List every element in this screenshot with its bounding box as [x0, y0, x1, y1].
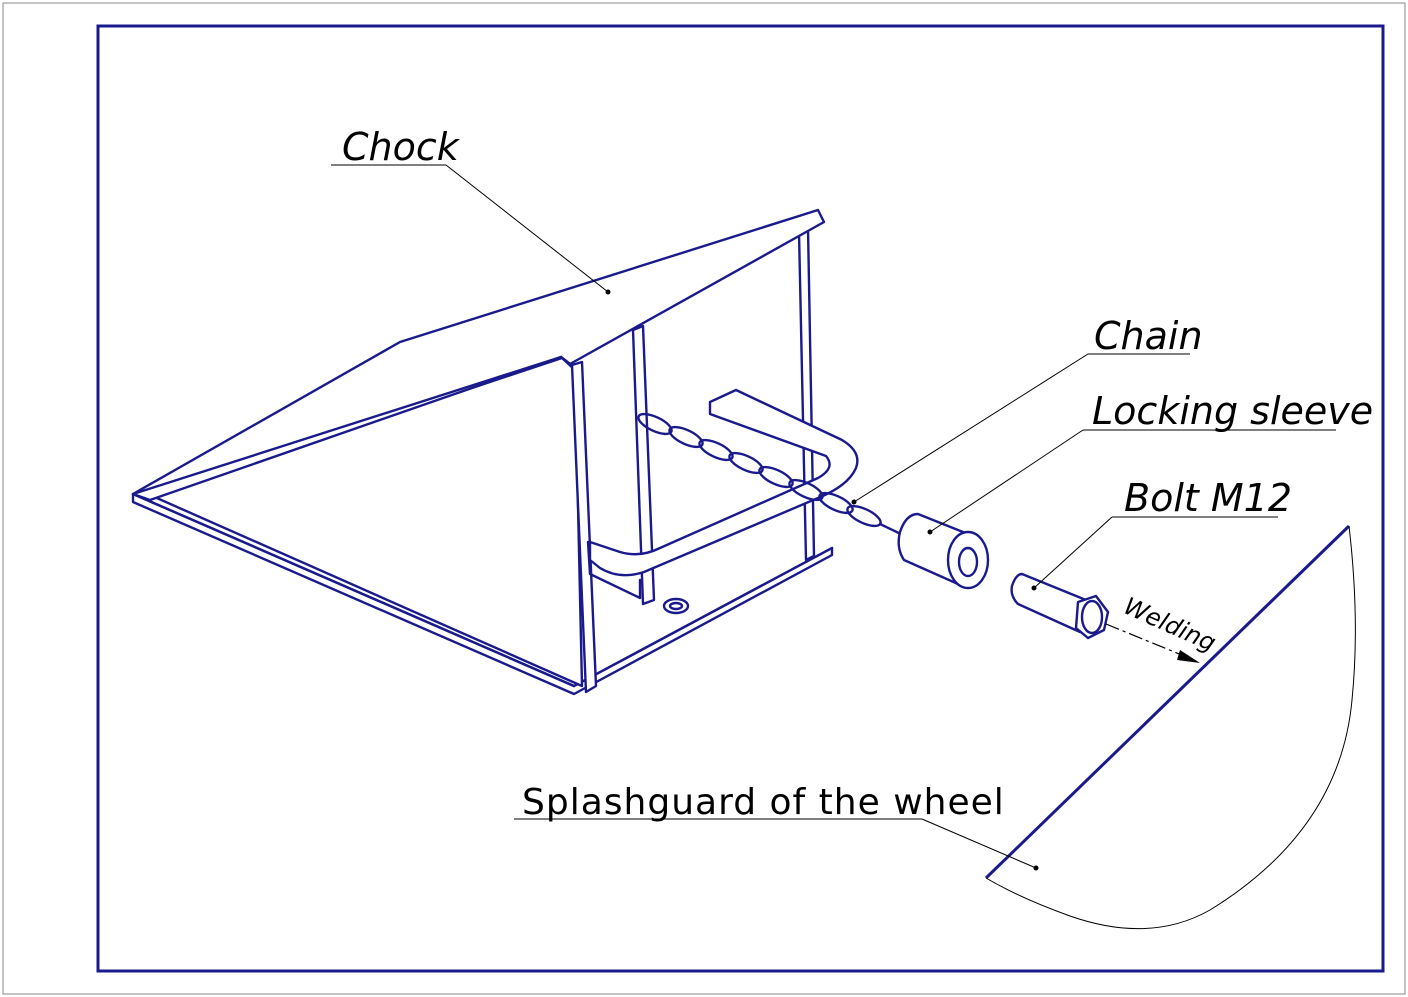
bolt-m12: [1010, 572, 1110, 640]
label-welding: Welding: [1120, 592, 1220, 657]
label-locking-sleeve: Locking sleeve: [1092, 389, 1373, 433]
locking-sleeve: [897, 512, 990, 590]
drawing-frame: [96, 24, 1385, 973]
label-splashguard: Splashguard of the wheel: [522, 782, 1005, 823]
leaders: [331, 164, 1336, 871]
chock-front-rib: [570, 360, 598, 694]
welding-arrow: [1105, 623, 1200, 663]
chock-middle-rib: [631, 324, 656, 606]
chock: [131, 208, 859, 696]
chock-mount-hole: [662, 597, 690, 615]
label-chain: Chain: [1094, 314, 1203, 358]
chain: [637, 412, 907, 538]
label-bolt: Bolt M12: [1124, 476, 1292, 520]
splashguard: [984, 524, 1356, 930]
chock-handle: [588, 388, 859, 577]
chock-back-rib: [797, 226, 816, 562]
label-chock: Chock: [342, 125, 461, 169]
chock-top-plate: [131, 208, 826, 502]
